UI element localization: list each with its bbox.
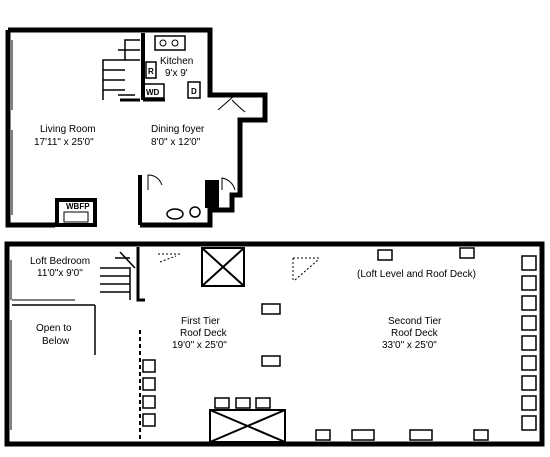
dishwasher-label: D [191,87,197,96]
planters-right [521,255,537,431]
loft-staircase [100,251,136,300]
living-room-dims: 17'11" x 25'0" [34,137,94,148]
fireplace-box [55,198,97,227]
dining-foyer-dims: 8'0" x 12'0" [151,137,201,148]
roof-skylight [209,409,286,443]
open-below-line2: Below [42,336,70,347]
lower-floor [5,27,268,228]
kitchen-cabinets [141,33,186,102]
fridge-box [145,61,157,79]
door-swing [221,177,236,191]
washer-dryer-box [143,83,165,99]
upper-door-swing [292,257,320,281]
planters-top [261,247,475,367]
dining-foyer-name: Dining foyer [151,124,205,135]
lower-staircase [102,39,140,102]
loft-partition [136,247,145,302]
planters-bottom [214,397,489,441]
second-tier-dims: 33'0" x 25'0" [382,340,437,351]
loft-door-swing [158,253,180,263]
first-tier-dims: 19'0" x 25'0" [172,340,227,351]
first-tier-line2: Roof Deck [180,328,228,339]
washer-dryer-label: WD [146,88,160,97]
second-tier-line1: Second Tier [388,316,442,327]
upper-floor [4,241,545,447]
second-tier-line2: Roof Deck [391,328,439,339]
fridge-label: R [148,67,154,76]
fireplace-label: WBFP [66,202,90,211]
lower-outer-wall [8,27,268,228]
door-swing [147,174,163,190]
loft-bedroom-name: Loft Bedroom [30,256,90,267]
living-room-name: Living Room [40,124,96,135]
fireplace-hearth [63,211,89,223]
roof-hatch [201,247,245,287]
kitchen-name: Kitchen [160,56,193,67]
planters-left [142,359,156,427]
kitchen-dims: 9'x 9' [165,68,188,79]
lower-bathroom [138,175,219,225]
first-tier-line1: First Tier [181,316,221,327]
loft-bedroom-dims: 11'0"x 9'0" [37,268,83,279]
loft-railing [12,304,96,355]
level-caption: (Loft Level and Roof Deck) [357,269,476,280]
dishwasher-box [187,81,201,99]
open-below-line1: Open to [36,323,72,334]
door-swing [217,94,246,113]
upper-outer-wall [4,241,545,447]
lower-left-wall [5,30,55,228]
